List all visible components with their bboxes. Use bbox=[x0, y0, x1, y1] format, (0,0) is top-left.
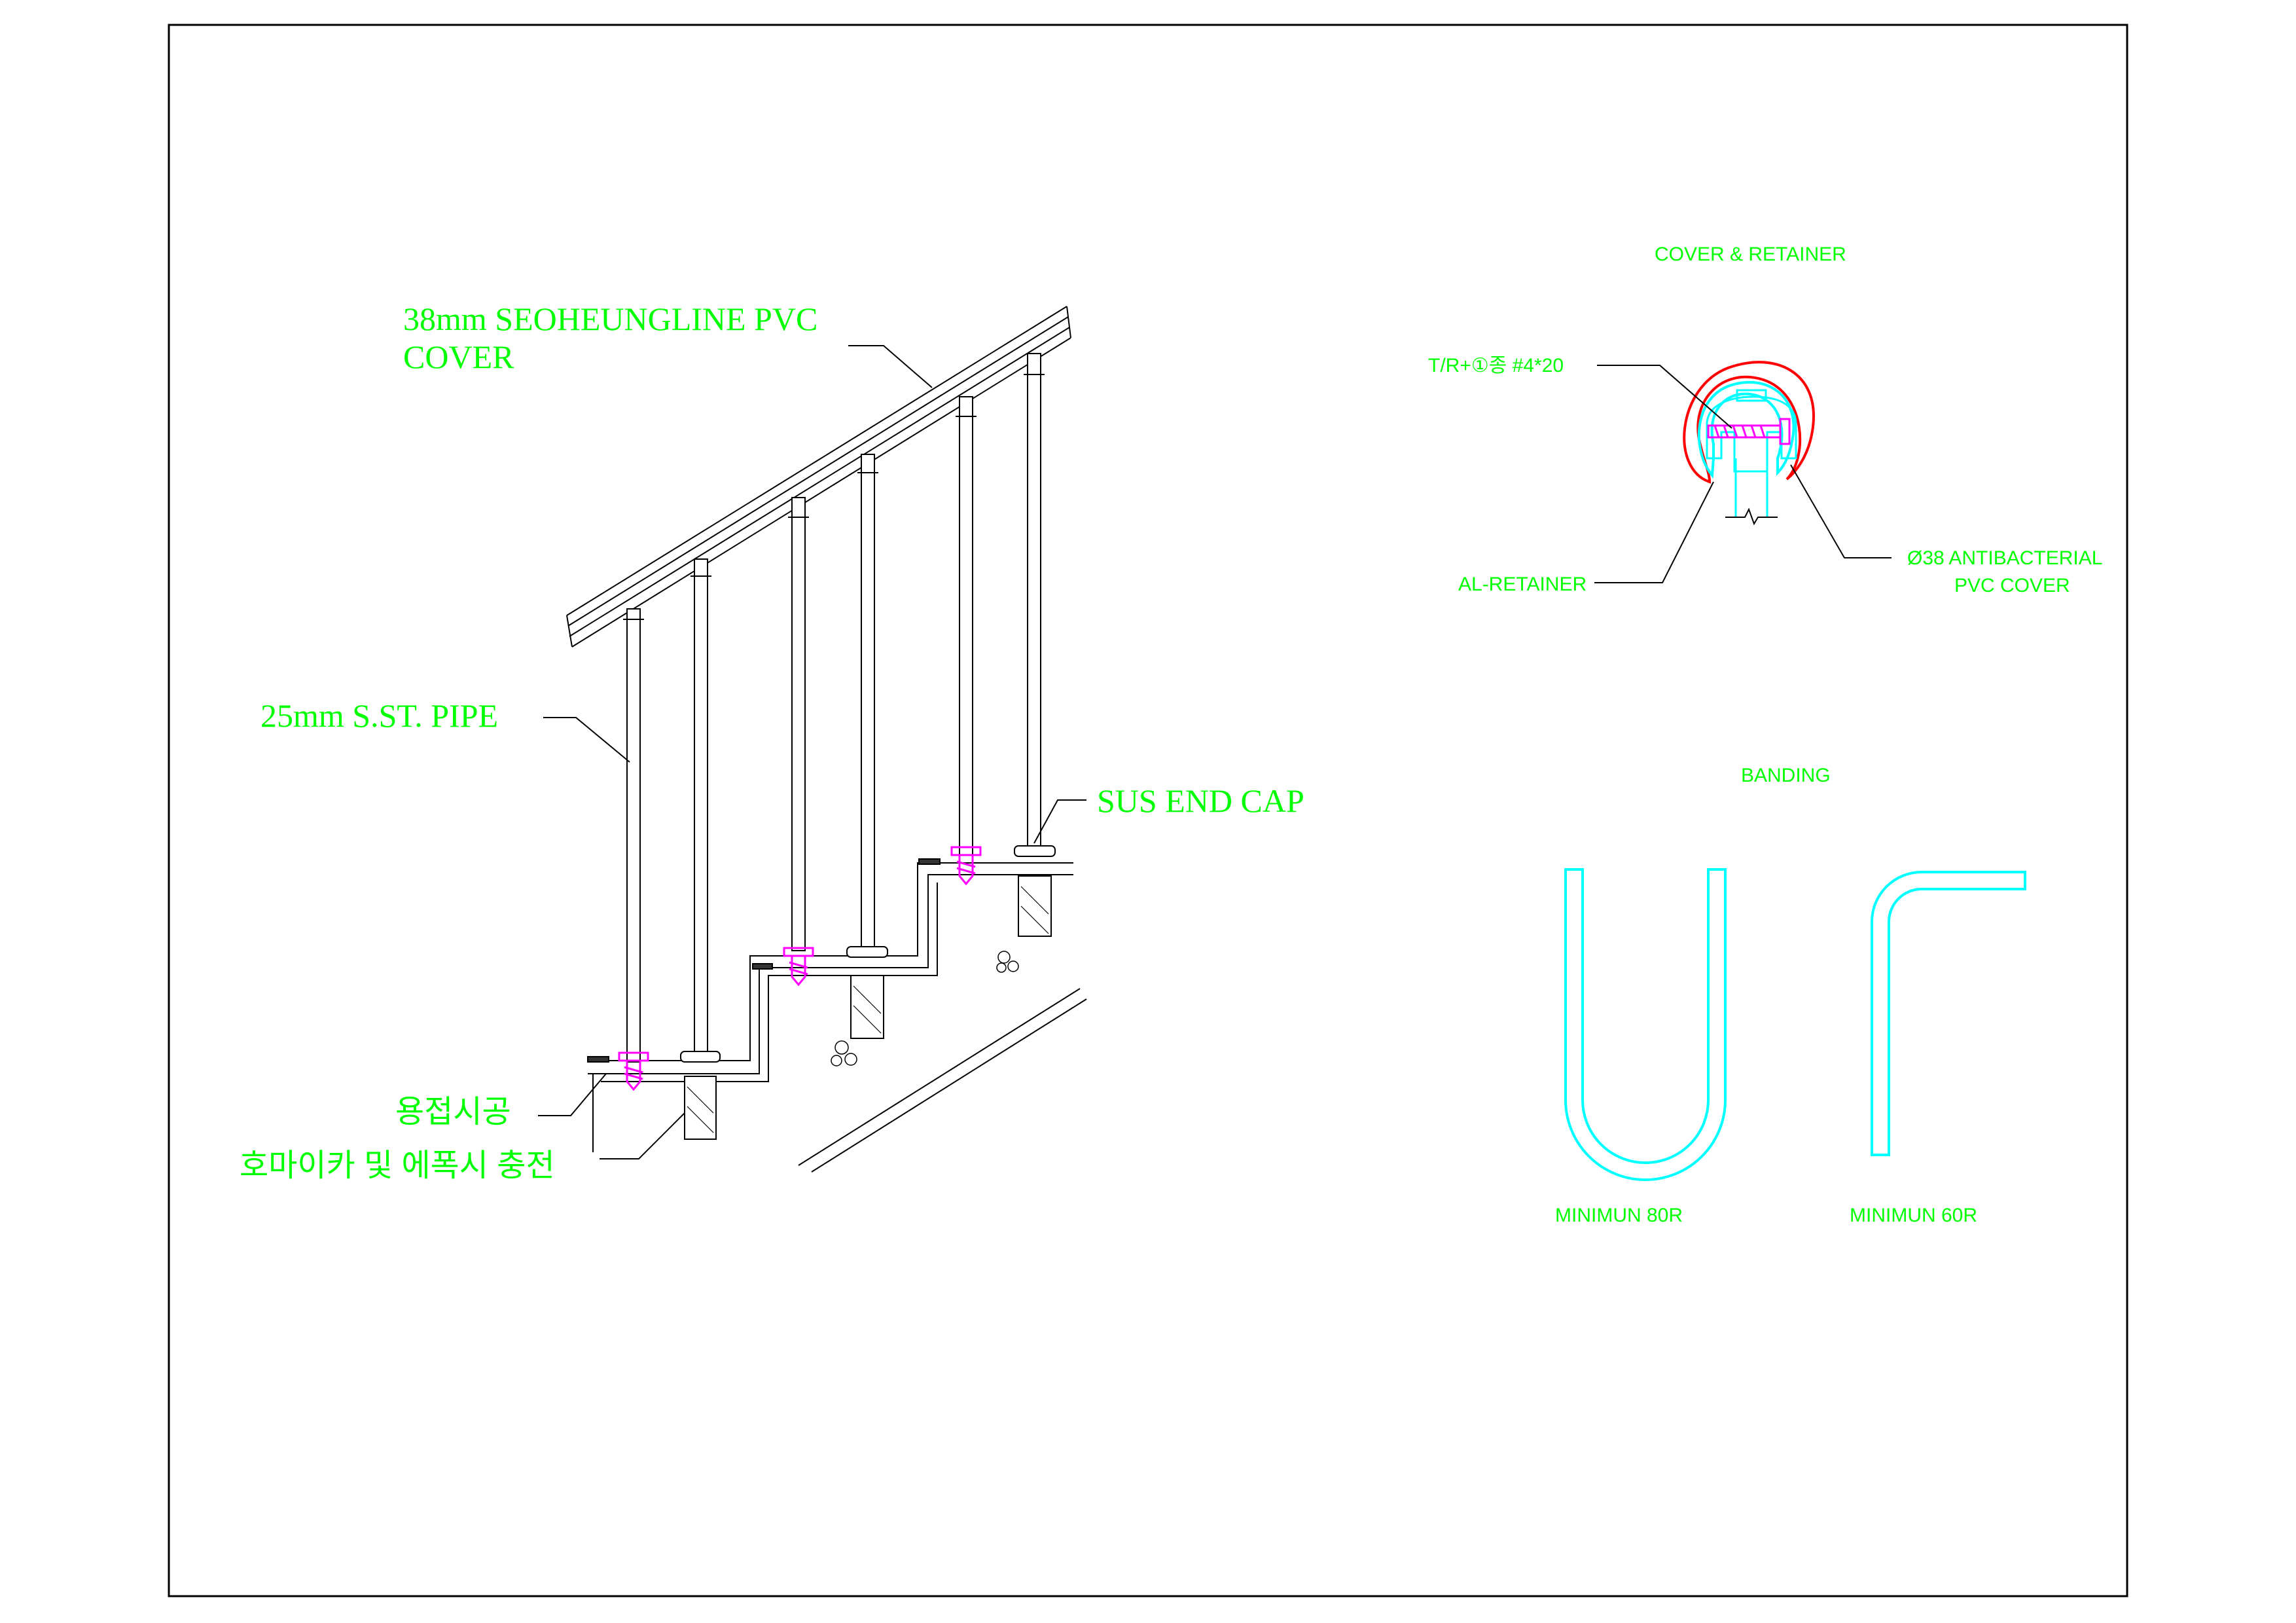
tread-nosings bbox=[587, 858, 941, 1063]
pvc-cover-red bbox=[1683, 361, 1815, 484]
aggregate-marks bbox=[831, 951, 1019, 1067]
baluster-5 bbox=[959, 396, 973, 856]
anchor-sleeves bbox=[684, 875, 1052, 1140]
u-bend bbox=[1564, 868, 1727, 1181]
weld-label: 용접시공 bbox=[395, 1095, 511, 1129]
cover-detail-leaders bbox=[1594, 365, 1892, 583]
cover-label-line1: 38mm SEOHEUNGLINE PVC bbox=[403, 301, 817, 337]
pvc-cover-label-line1: Ø38 ANTIBACTERIAL bbox=[1907, 547, 2102, 569]
handrail-cover bbox=[566, 306, 1071, 647]
u-bend-label: MINIMUN 80R bbox=[1555, 1205, 1683, 1226]
stair-steps bbox=[588, 862, 1087, 1173]
pipe-label: 25mm S.ST. PIPE bbox=[260, 697, 498, 734]
stair-railing-elevation: 38mm SEOHEUNGLINE PVC COVER 25mm S.ST. P… bbox=[240, 301, 1304, 1183]
cover-retainer-detail: COVER & RETAINER T/R+①종 #4*20 bbox=[1428, 244, 2102, 596]
l-bend-label: MINIMUN 60R bbox=[1850, 1205, 1977, 1226]
banding-title: BANDING bbox=[1741, 765, 1831, 786]
screw bbox=[1707, 418, 1791, 445]
cover-label-line2: COVER bbox=[403, 338, 514, 375]
al-retainer bbox=[1706, 395, 1797, 473]
cover-detail-title: COVER & RETAINER bbox=[1655, 244, 1846, 265]
baluster-2 bbox=[694, 558, 708, 1063]
baluster-4 bbox=[861, 454, 875, 951]
end-caps bbox=[680, 845, 1056, 1063]
anchor-label: 호마이카 및 에폭시 충전 bbox=[240, 1148, 555, 1183]
screw-label: T/R+①종 #4*20 bbox=[1428, 355, 1564, 376]
l-bend bbox=[1871, 871, 2026, 1156]
baluster-1 bbox=[626, 608, 641, 1063]
banding-detail: BANDING MINIMUN 80R MINIMUN 60R bbox=[1555, 765, 2026, 1226]
pvc-cover-label-line2: PVC COVER bbox=[1954, 575, 2070, 596]
baluster-6 bbox=[1027, 353, 1041, 856]
railing-leaders bbox=[538, 345, 1086, 1159]
baluster-3 bbox=[791, 497, 806, 951]
balusters bbox=[626, 353, 1041, 1063]
retainer-label: AL-RETAINER bbox=[1458, 574, 1587, 595]
end-cap-label: SUS END CAP bbox=[1097, 782, 1304, 819]
sheet-border bbox=[168, 24, 2128, 1597]
anchor-bolts bbox=[618, 846, 982, 1091]
